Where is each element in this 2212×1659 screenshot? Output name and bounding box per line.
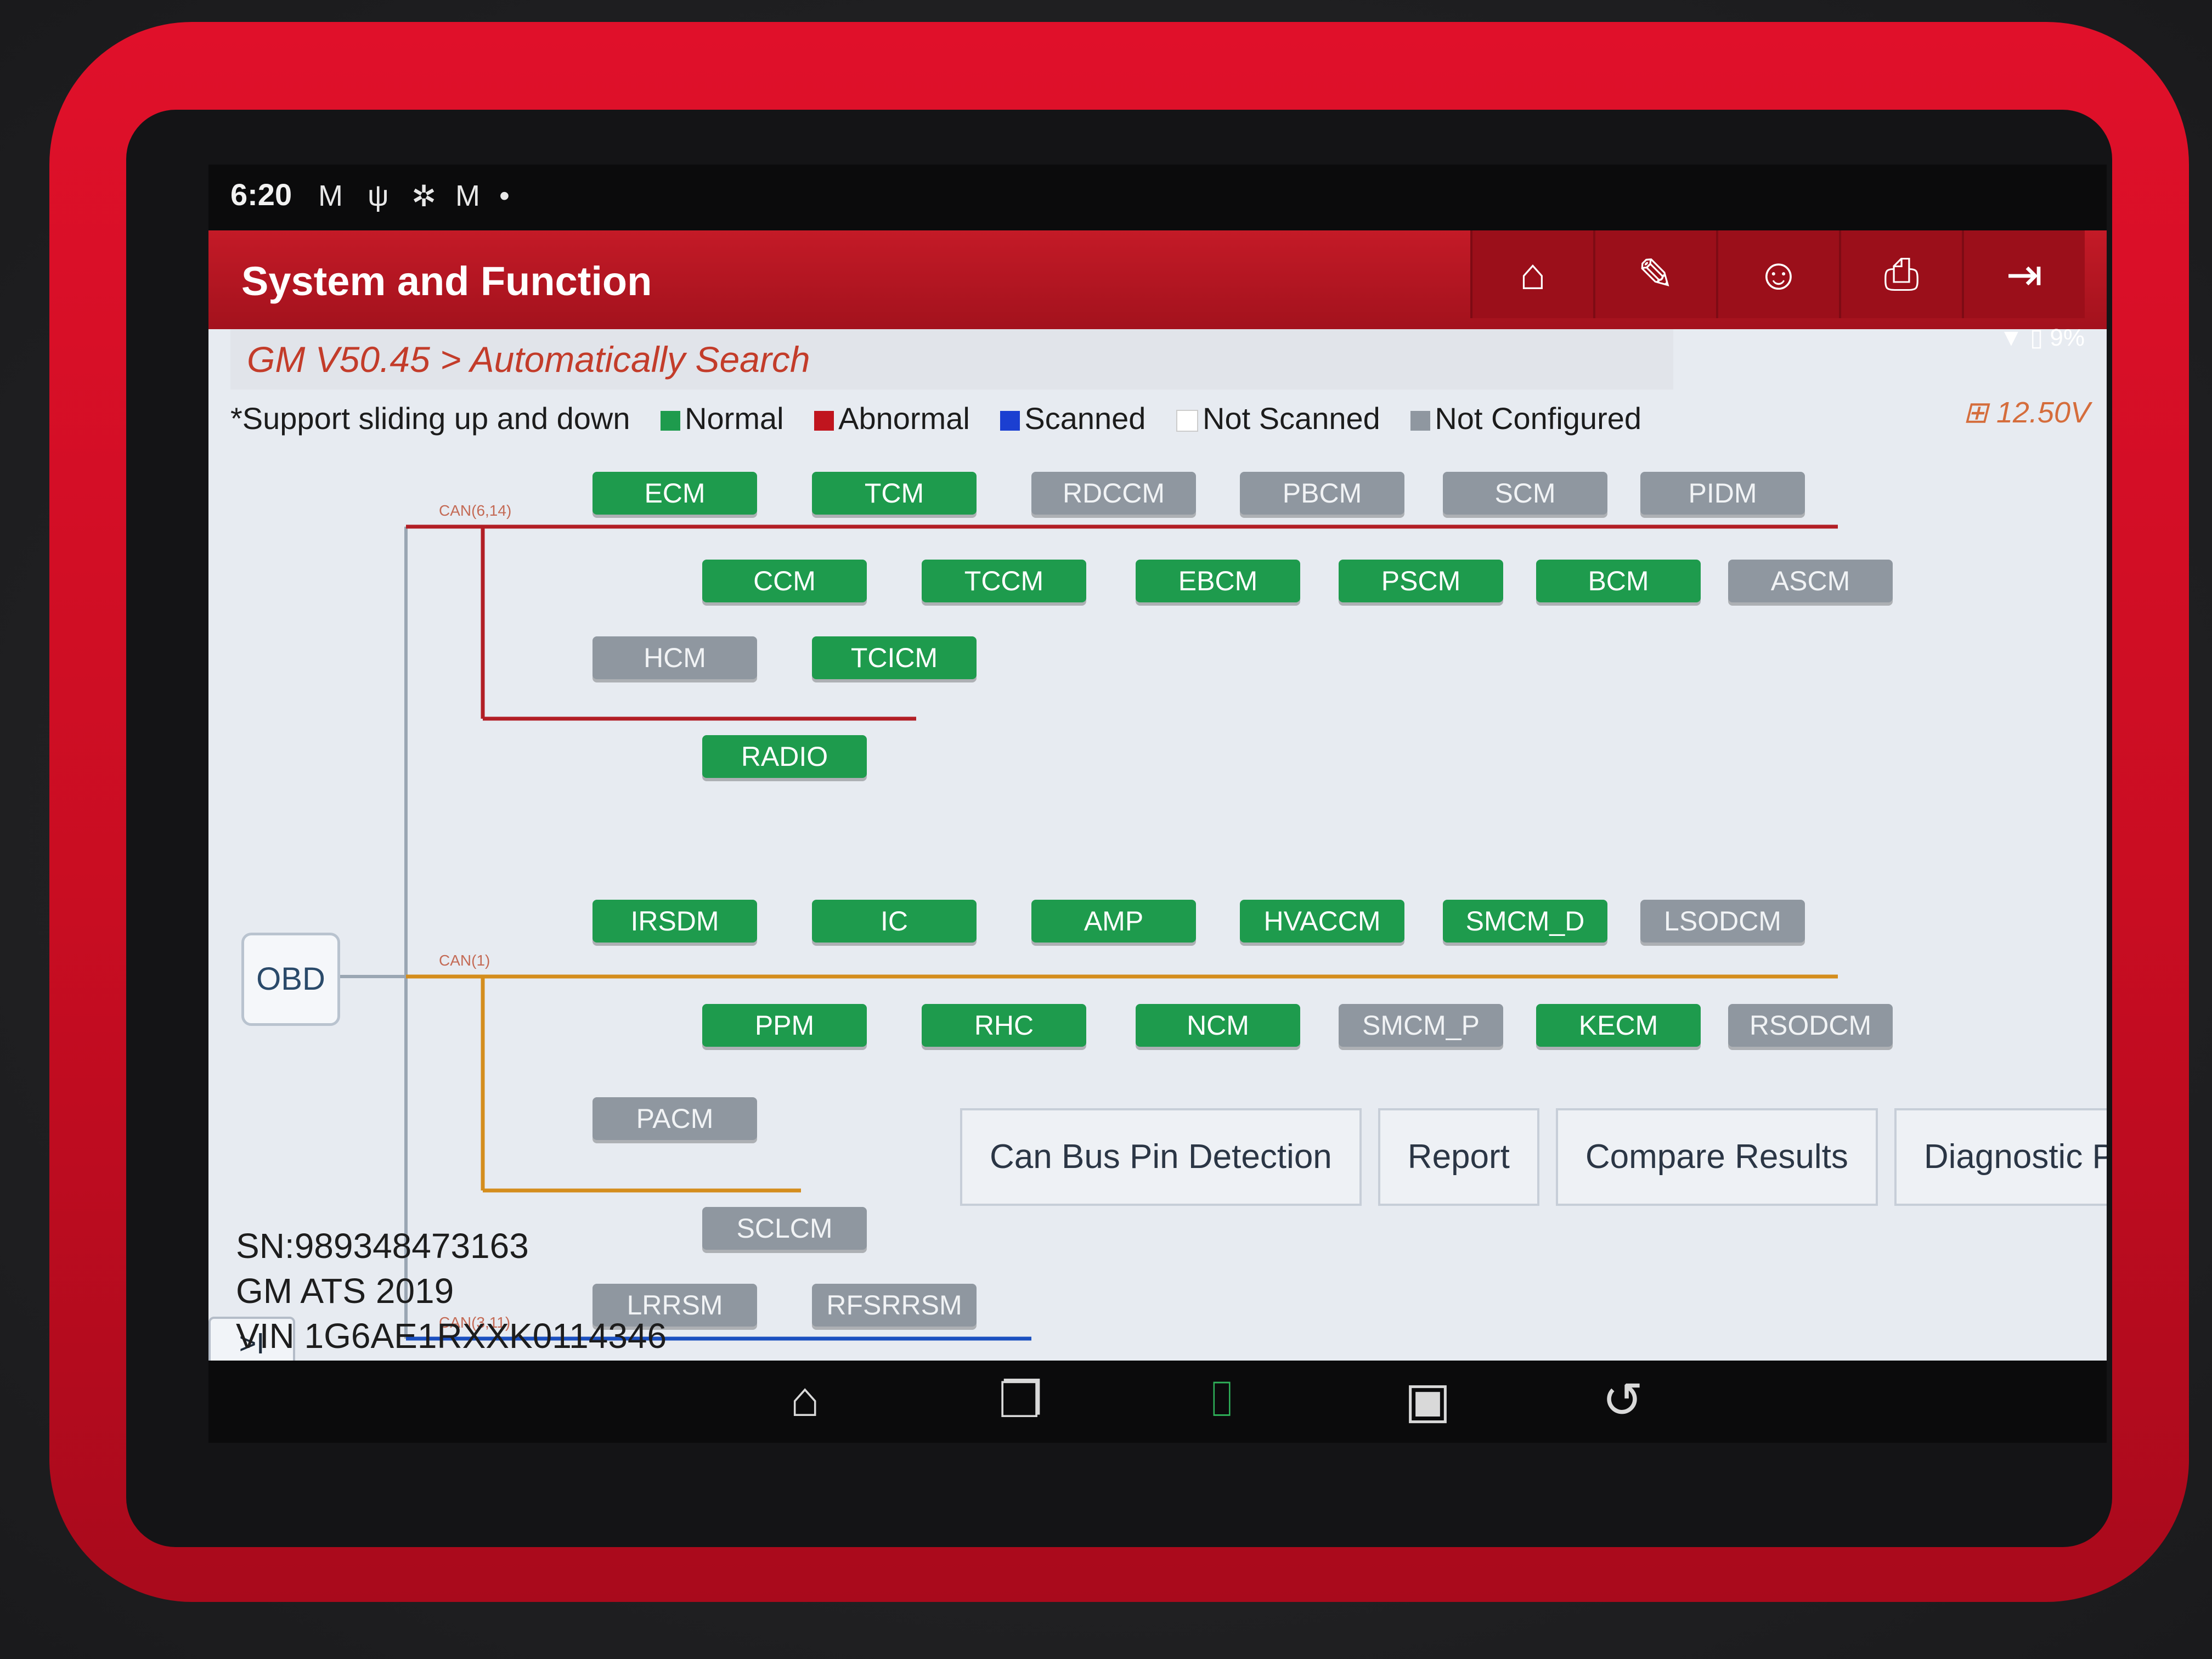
bus-label: CAN(3,11) [439,1314,511,1331]
bus-label: CAN(6,14) [439,502,512,519]
module-rsodcm[interactable]: RSODCM [1728,1004,1893,1047]
module-rfsrrsm[interactable]: RFSRRSM [812,1284,977,1327]
report-button[interactable]: Report [1378,1108,1539,1206]
module-radio[interactable]: RADIO [702,735,867,778]
action-buttons: Can Bus Pin Detection Report Compare Res… [960,1108,2107,1206]
exit-icon: ⇥ [2006,250,2043,299]
android-nav-bar: ⌂ ❐ ⌷ ▣ ↺ [208,1361,2107,1443]
module-tccm[interactable]: TCCM [922,560,1086,602]
status-time: 6:20 [230,177,292,212]
module-smcm-p[interactable]: SMCM_P [1339,1004,1503,1047]
module-ascm[interactable]: ASCM [1728,560,1893,602]
obd-connector[interactable]: OBD [241,933,340,1026]
legend-label: Not Scanned [1203,401,1380,436]
car-battery-icon: ⊞ [1963,396,1988,429]
legend-item-normal: Normal [661,400,784,436]
vci-icon[interactable]: ⌷ [1207,1372,1237,1427]
bluetooth-icon: ✲ [411,180,437,213]
legend-item-not-scanned: Not Scanned [1176,400,1380,436]
legend-swatch [1410,411,1431,431]
bus-lines [335,524,1838,1341]
legend-item-not-configured: Not Configured [1410,400,1641,436]
recent-apps-icon[interactable]: ❐ [998,1373,1043,1428]
module-pbcm[interactable]: PBCM [1240,472,1404,515]
edit-report-button[interactable]: ✎ [1593,230,1716,318]
screen: 6:20 M ψ ✲ M • System and Function ▼ ▯ 9… [208,165,2107,1443]
support-icon: ☺ [1756,250,1801,298]
status-bar: 6:20 M ψ ✲ M • [208,165,2107,230]
module-ecm[interactable]: ECM [592,472,757,515]
bus-label: CAN(1) [439,952,490,969]
wifi-icon: ▼ [1999,324,2023,351]
gmail-icon: M [318,179,343,212]
module-bcm[interactable]: BCM [1536,560,1701,602]
legend-swatch [661,411,681,431]
module-smcm-d[interactable]: SMCM_D [1443,900,1607,943]
module-hcm[interactable]: HCM [592,636,757,679]
module-hvaccm[interactable]: HVACCM [1240,900,1404,943]
module-rdccm[interactable]: RDCCM [1031,472,1196,515]
can-bus-pin-detection-button[interactable]: Can Bus Pin Detection [960,1108,1362,1206]
module-ebcm[interactable]: EBCM [1136,560,1300,602]
battery-voltage: ⊞ 12.50V [1963,395,2090,430]
screenshot-icon[interactable]: ▣ [1404,1373,1452,1428]
print-button[interactable]: ⎙ [1839,230,1962,318]
support-button[interactable]: ☺ [1716,230,1839,318]
battery-voltage-value: 12.50V [1996,396,2090,429]
wifi-battery-status: ▼ ▯ 9% [1999,324,2085,352]
legend-item-scanned: Scanned [1000,400,1146,436]
legend-label: Scanned [1024,401,1146,436]
diagnostic-plan-button[interactable]: Diagnostic Plan [1894,1108,2107,1206]
module-kecm[interactable]: KECM [1536,1004,1701,1047]
legend: *Support sliding up and down Normal Abno… [230,400,1663,436]
vehicle-model: GM ATS 2019 [236,1271,454,1311]
legend-item-abnormal: Abnormal [814,400,970,436]
edit-report-icon: ✎ [1637,250,1674,299]
module-lrrsm[interactable]: LRRSM [592,1284,757,1327]
module-pscm[interactable]: PSCM [1339,560,1503,602]
module-irsdm[interactable]: IRSDM [592,900,757,943]
module-ncm[interactable]: NCM [1136,1004,1300,1047]
module-scm[interactable]: SCM [1443,472,1607,515]
toolbar: ⌂ ✎ ☺ ⎙ ⇥ [1470,230,2085,318]
compare-results-button[interactable]: Compare Results [1555,1108,1878,1206]
home-icon: ⌂ [1519,250,1547,298]
battery-icon: ▯ [2029,324,2044,351]
module-tcicm[interactable]: TCICM [812,636,977,679]
module-amp[interactable]: AMP [1031,900,1196,943]
page-title: System and Function [241,258,652,304]
legend-swatch [1176,410,1198,432]
module-ccm[interactable]: CCM [702,560,867,602]
print-icon: ⎙ [1884,249,1919,298]
module-tcm[interactable]: TCM [812,472,977,515]
vin-number: VIN 1G6AE1RXXK0114346 [236,1316,667,1356]
legend-hint: *Support sliding up and down [230,401,630,436]
legend-swatch [1000,411,1020,431]
vehicle-info: SN:989348473163 GM ATS 2019 VIN 1G6AE1RX… [236,1223,667,1358]
module-sclcm[interactable]: SCLCM [702,1207,867,1250]
dot-icon: • [499,179,510,212]
gmail-icon: M [455,179,480,212]
serial-number: SN:989348473163 [236,1226,529,1266]
exit-button[interactable]: ⇥ [1962,230,2085,318]
usb-icon: ψ [368,179,389,212]
module-rhc[interactable]: RHC [922,1004,1086,1047]
battery-percent: 9% [2050,324,2085,351]
module-ppm[interactable]: PPM [702,1004,867,1047]
legend-label: Abnormal [838,401,970,436]
home-button[interactable]: ⌂ [1470,230,1593,318]
home-icon[interactable]: ⌂ [790,1372,820,1427]
breadcrumb: GM V50.45 > Automatically Search [230,329,1673,390]
module-pidm[interactable]: PIDM [1640,472,1805,515]
module-ic[interactable]: IC [812,900,977,943]
module-pacm[interactable]: PACM [592,1097,757,1140]
back-icon[interactable]: ↺ [1602,1373,1644,1428]
legend-swatch [814,411,834,431]
module-lsodcm[interactable]: LSODCM [1640,900,1805,943]
legend-label: Not Configured [1435,401,1642,436]
legend-label: Normal [685,401,784,436]
topology-diagram: CAN(6,14) CAN(1) CAN(3,11) OBD ECM TCM R… [208,450,2107,1370]
